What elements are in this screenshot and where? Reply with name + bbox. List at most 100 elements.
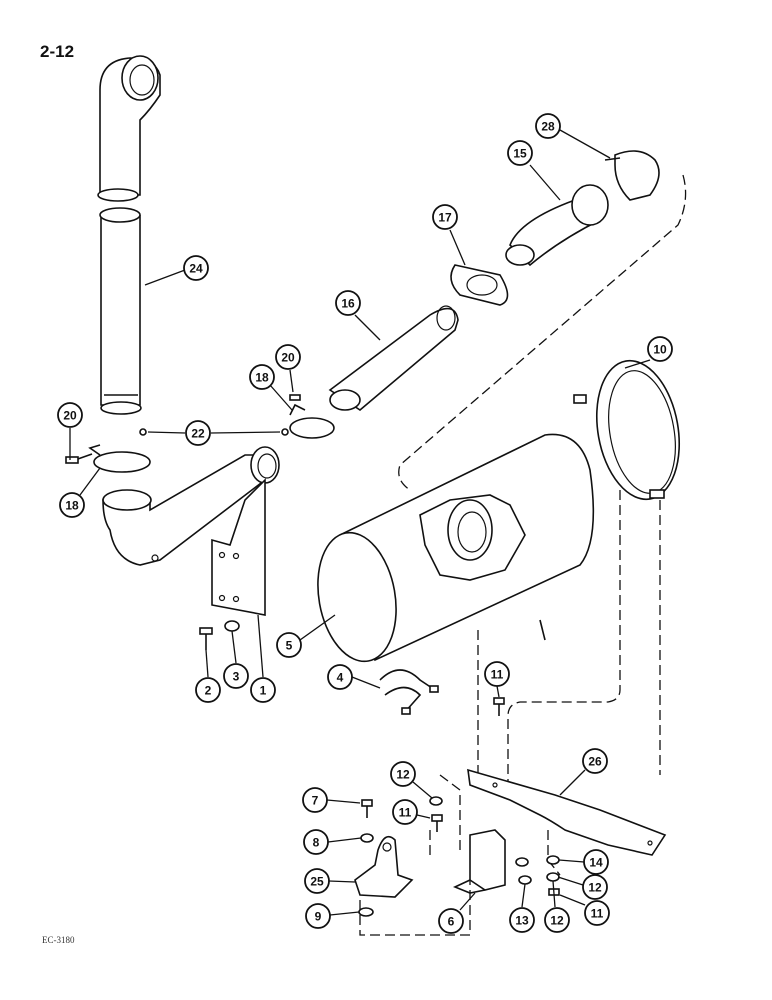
callout-label: 15 bbox=[513, 147, 527, 161]
callout-circle bbox=[195, 677, 221, 703]
callout-circle bbox=[276, 632, 302, 658]
callout-label: 6 bbox=[448, 915, 455, 929]
mounting-bracket bbox=[354, 835, 414, 898]
callout-circle bbox=[509, 907, 535, 933]
muffler-flange bbox=[450, 264, 509, 306]
callout-label: 10 bbox=[653, 343, 667, 357]
callout-circle bbox=[584, 900, 610, 926]
callout-leaders bbox=[69, 129, 651, 916]
callout-circle bbox=[335, 290, 361, 316]
callout-label: 12 bbox=[588, 881, 602, 895]
callout-circle bbox=[250, 677, 276, 703]
callout-18: 18 bbox=[249, 364, 275, 390]
callout-label: 5 bbox=[286, 639, 293, 653]
callout-28: 28 bbox=[535, 113, 561, 139]
callout-circle bbox=[185, 420, 211, 446]
callout-11: 11 bbox=[584, 900, 610, 926]
callout-circle bbox=[544, 907, 570, 933]
callout-circle bbox=[223, 663, 249, 689]
callout-label: 3 bbox=[233, 670, 240, 684]
callout-25: 25 bbox=[304, 868, 330, 894]
callout-10: 10 bbox=[647, 336, 673, 362]
upper-pipe-clamp bbox=[289, 394, 335, 439]
callout-label: 9 bbox=[315, 910, 322, 924]
callout-1: 1 bbox=[250, 677, 276, 703]
callout-14: 14 bbox=[583, 849, 609, 875]
lower-pipe-clamp bbox=[65, 444, 151, 473]
figure-code: EC-3180 bbox=[42, 935, 75, 945]
callout-circle bbox=[582, 874, 608, 900]
callout-6: 6 bbox=[438, 908, 464, 934]
callout-7: 7 bbox=[302, 787, 328, 813]
curved-outlet-pipe bbox=[505, 184, 609, 267]
callout-18: 18 bbox=[59, 492, 85, 518]
callout-label: 12 bbox=[550, 914, 564, 928]
callout-circle bbox=[583, 849, 609, 875]
callout-circle bbox=[275, 344, 301, 370]
callout-24: 24 bbox=[183, 255, 209, 281]
callout-20: 20 bbox=[57, 402, 83, 428]
callout-label: 18 bbox=[255, 371, 269, 385]
lock-nuts bbox=[139, 428, 289, 436]
callout-circle bbox=[484, 661, 510, 687]
outlet-clamp bbox=[604, 150, 660, 201]
callout-label: 17 bbox=[438, 211, 452, 225]
callout-label: 16 bbox=[341, 297, 355, 311]
callout-15: 15 bbox=[507, 140, 533, 166]
intermediate-pipe bbox=[328, 305, 459, 411]
callout-circle bbox=[582, 748, 608, 774]
callout-label: 25 bbox=[310, 875, 324, 889]
u-bolt-clamp bbox=[379, 669, 439, 715]
callout-13: 13 bbox=[509, 907, 535, 933]
callout-label: 11 bbox=[591, 907, 604, 921]
callout-12: 12 bbox=[390, 761, 416, 787]
callout-label: 28 bbox=[541, 120, 555, 134]
callout-8: 8 bbox=[303, 829, 329, 855]
callout-circle bbox=[392, 799, 418, 825]
callout-22: 22 bbox=[185, 420, 211, 446]
callout-26: 26 bbox=[582, 748, 608, 774]
callout-11: 11 bbox=[392, 799, 418, 825]
callout-label: 20 bbox=[63, 409, 77, 423]
callout-circle bbox=[249, 364, 275, 390]
elbow-pipe-with-bracket bbox=[102, 446, 280, 616]
callout-label: 11 bbox=[491, 668, 504, 682]
muffler-mounting-band bbox=[573, 359, 681, 501]
callout-label: 26 bbox=[588, 755, 602, 769]
callout-label: 8 bbox=[313, 836, 320, 850]
callout-label: 11 bbox=[399, 806, 412, 820]
callout-label: 4 bbox=[337, 671, 344, 685]
callout-5: 5 bbox=[276, 632, 302, 658]
support-plate bbox=[467, 768, 667, 856]
muffler-body bbox=[317, 433, 595, 663]
exhaust-stack-pipe bbox=[97, 55, 161, 415]
callout-circle bbox=[183, 255, 209, 281]
callout-circle bbox=[59, 492, 85, 518]
callout-circle bbox=[647, 336, 673, 362]
callout-label: 20 bbox=[281, 351, 295, 365]
bolt-upper bbox=[493, 697, 505, 716]
callout-11: 11 bbox=[484, 661, 510, 687]
callout-label: 24 bbox=[189, 262, 203, 276]
callout-circle bbox=[438, 908, 464, 934]
callout-12: 12 bbox=[582, 874, 608, 900]
callout-circle bbox=[302, 787, 328, 813]
callout-label: 13 bbox=[515, 914, 529, 928]
callout-circle bbox=[535, 113, 561, 139]
callout-label: 2 bbox=[205, 684, 212, 698]
callout-12: 12 bbox=[544, 907, 570, 933]
angle-bracket bbox=[452, 829, 506, 894]
callout-20: 20 bbox=[275, 344, 301, 370]
callout-circle bbox=[304, 868, 330, 894]
callout-label: 22 bbox=[191, 427, 205, 441]
callout-16: 16 bbox=[335, 290, 361, 316]
callout-3: 3 bbox=[223, 663, 249, 689]
callout-circle bbox=[303, 829, 329, 855]
callout-circle bbox=[390, 761, 416, 787]
callout-2: 2 bbox=[195, 677, 221, 703]
callout-label: 14 bbox=[589, 856, 603, 870]
callout-9: 9 bbox=[305, 903, 331, 929]
